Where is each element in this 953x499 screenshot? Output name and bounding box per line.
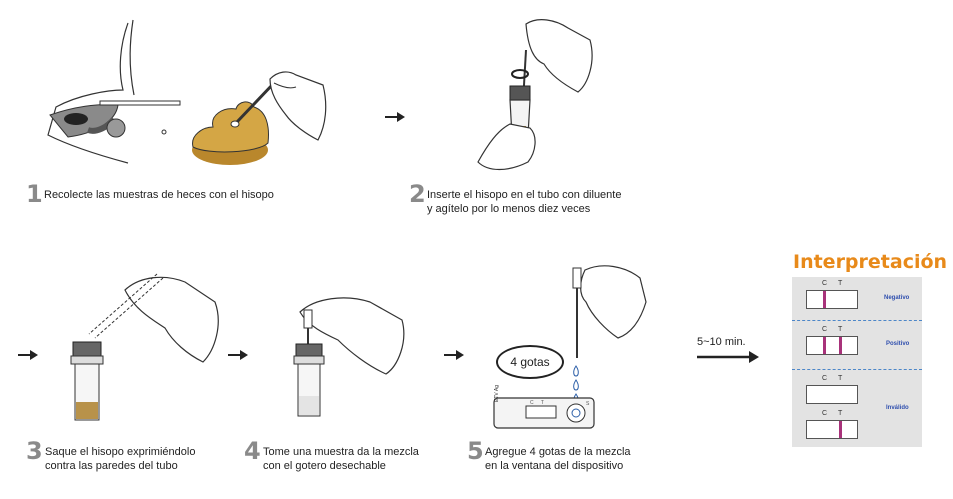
positive-result-label: Positivo	[886, 341, 910, 347]
step-1-number: 1	[26, 180, 43, 208]
step-4-text: Tome una muestra da la mezcla con el got…	[263, 445, 419, 473]
step1-illustration	[47, 19, 327, 165]
step-2-line-2: y agítelo por lo menos diez veces	[427, 203, 591, 215]
control-line	[823, 291, 826, 308]
step2-illustration	[477, 19, 593, 171]
arrow-right-icon	[385, 112, 405, 122]
step-5-line-1: Agregue 4 gotas de la mezcla	[485, 446, 631, 458]
step-5-number: 5	[467, 437, 484, 465]
step-4-number: 4	[244, 437, 261, 465]
step4-illustration	[293, 297, 405, 417]
control-label: C	[822, 326, 828, 333]
control-label: C	[822, 410, 828, 417]
positive-strip	[806, 336, 858, 355]
arrow-right-icon	[444, 350, 464, 360]
step-3-text: Saque el hisopo exprimiéndolo contra las…	[45, 445, 195, 473]
ct-labels: C T	[792, 375, 922, 385]
step-5-line-2: en la ventana del dispositivo	[485, 460, 624, 472]
test-label: T	[838, 410, 843, 417]
step-5-text: Agregue 4 gotas de la mezcla en la venta…	[485, 445, 631, 473]
negative-strip	[806, 290, 858, 309]
time-label: 5~10 min.	[697, 336, 746, 348]
drop-icon	[573, 379, 579, 391]
interpretation-title: Interpretación	[793, 251, 948, 273]
invalid-result-label: Inválido	[886, 405, 909, 411]
invalid-strip-2	[806, 420, 858, 439]
device-window-label: C T	[530, 400, 547, 406]
drop-icon	[573, 365, 579, 377]
step-2-line-1: Inserte el hisopo en el tubo con diluent…	[427, 189, 622, 201]
step-4-line-2: con el gotero desechable	[263, 460, 386, 472]
ct-labels: C T	[792, 280, 922, 290]
step-3-line-1: Saque el hisopo exprimiéndolo	[45, 446, 196, 458]
divider	[792, 369, 922, 370]
drops-label-badge: 4 gotas	[496, 345, 564, 379]
divider	[792, 320, 922, 321]
step-2-number: 2	[409, 180, 426, 208]
ct-labels: C T	[792, 326, 922, 336]
test-label: T	[838, 326, 843, 333]
step-4-line-1: Tome una muestra da la mezcla	[263, 446, 419, 458]
step-2-text: Inserte el hisopo en el tubo con diluent…	[427, 188, 621, 216]
step-3-line-2: contra las paredes del tubo	[45, 460, 178, 472]
device-well-label: S	[586, 401, 590, 407]
step-1-text: Recolecte las muestras de heces con el h…	[44, 188, 274, 202]
test-label: T	[838, 375, 843, 382]
step-3-number: 3	[26, 437, 43, 465]
control-label: C	[822, 375, 828, 382]
invalid-strip-1	[806, 385, 858, 404]
step-1-line-1: Recolecte las muestras de heces con el h…	[44, 189, 274, 201]
interpretation-panel: C T Negativo C T Positivo C T C T Inváli…	[792, 277, 922, 447]
test-label: T	[838, 280, 843, 287]
long-arrow-right-icon	[697, 351, 759, 363]
test-line	[839, 421, 842, 438]
arrow-right-icon	[228, 350, 248, 360]
device-brand-label: ETV Ag	[494, 385, 500, 402]
ct-labels: C T	[792, 410, 922, 420]
negative-result-label: Negativo	[884, 295, 910, 301]
step3-illustration	[70, 273, 219, 421]
step5-illustration	[493, 265, 647, 429]
control-label: C	[822, 280, 828, 287]
test-line	[839, 337, 842, 354]
arrow-right-icon	[18, 350, 38, 360]
drops-label: 4 gotas	[510, 355, 550, 369]
control-line	[823, 337, 826, 354]
